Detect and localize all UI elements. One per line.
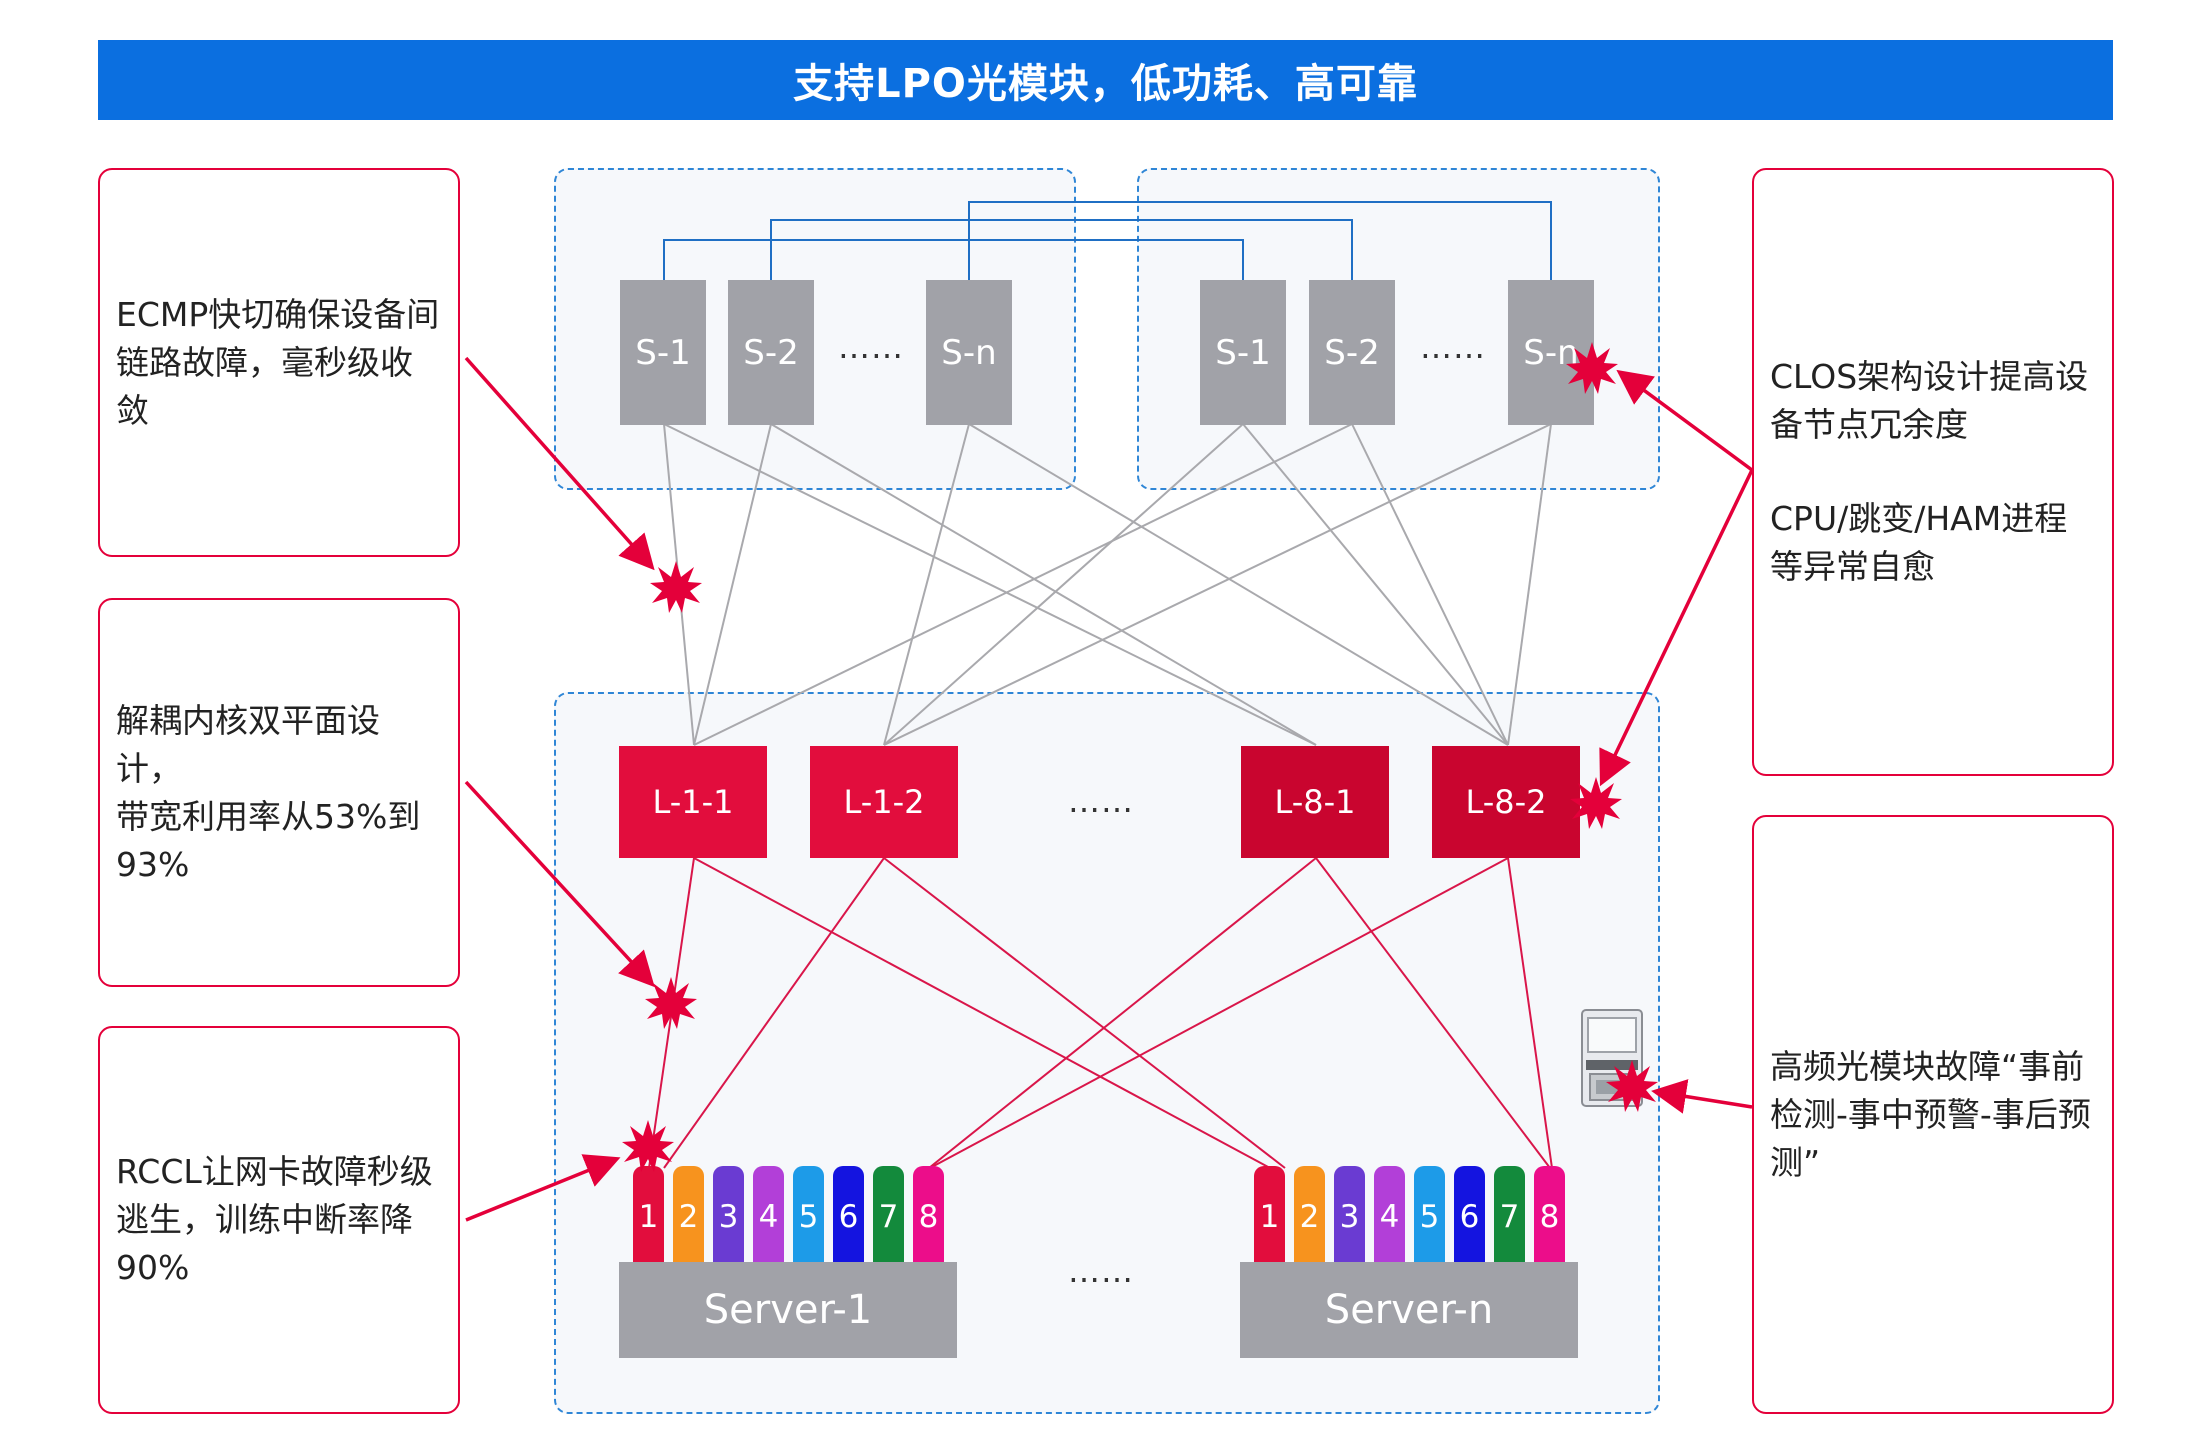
leaf-ellipsis: …… — [1068, 782, 1134, 820]
nic-port: 8 — [1534, 1166, 1565, 1266]
nic-port: 6 — [1454, 1166, 1485, 1266]
spine-label: S-n — [941, 332, 997, 373]
nic-port: 2 — [673, 1166, 704, 1266]
port-label: 7 — [878, 1199, 899, 1235]
spine-ellipsis: …… — [1420, 328, 1486, 366]
leaf-label: L-1-1 — [652, 783, 734, 821]
server-ellipsis: …… — [1068, 1252, 1134, 1290]
leaf-label: L-8-1 — [1274, 783, 1356, 821]
nic-port: 5 — [793, 1166, 824, 1266]
note-line: 测” — [1770, 1142, 1821, 1182]
note-line: 等异常自愈 — [1770, 547, 1935, 586]
nic-port: 7 — [873, 1166, 904, 1266]
port-label: 3 — [1339, 1199, 1360, 1235]
note-line: 逃生，训练中断率降 — [116, 1200, 413, 1239]
spine-switch: S-2 — [728, 280, 814, 425]
nic-port: 6 — [833, 1166, 864, 1266]
nic-port: 2 — [1294, 1166, 1325, 1266]
port-label: 8 — [918, 1199, 939, 1235]
note-line: 解耦内核双平面设计， — [116, 700, 380, 788]
nic-port: 7 — [1494, 1166, 1525, 1266]
spine-ellipsis: …… — [838, 328, 904, 366]
fault-burst-icon — [1606, 1060, 1658, 1112]
leaf-label: L-1-2 — [843, 783, 925, 821]
server-label: Server-n — [1324, 1287, 1494, 1333]
note-optical-module: 高频光模块故障“事前 检测-事中预警-事后预 测” — [1752, 815, 2114, 1414]
leaf-label: L-8-2 — [1465, 783, 1547, 821]
nic-port: 3 — [1334, 1166, 1365, 1266]
port-label: 5 — [798, 1199, 819, 1235]
note-clos-cpu: CLOS架构设计提高设 备节点冗余度 CPU/跳变/HAM进程 等异常自愈 — [1752, 168, 2114, 776]
nic-port: 4 — [753, 1166, 784, 1266]
note-line: 带宽利用率从53%到 — [116, 796, 421, 836]
note-line: 链路故障，毫秒级收敛 — [116, 342, 413, 430]
spine-switch: S-2 — [1309, 280, 1395, 425]
nic-port: 1 — [633, 1166, 664, 1266]
port-label: 7 — [1499, 1199, 1520, 1235]
fault-burst-icon — [645, 977, 697, 1029]
fault-burst-icon — [1566, 342, 1618, 394]
nic-port: 5 — [1414, 1166, 1445, 1266]
note-decouple: 解耦内核双平面设计， 带宽利用率从53%到 93% — [98, 598, 460, 987]
page-title-banner: 支持LPO光模块，低功耗、高可靠 — [98, 40, 2113, 120]
fault-burst-icon — [622, 1120, 674, 1172]
leaf-switch: L-1-1 — [619, 746, 767, 858]
note-rccl: RCCL让网卡故障秒级 逃生，训练中断率降 90% — [98, 1026, 460, 1414]
port-label: 5 — [1419, 1199, 1440, 1235]
fault-burst-icon — [1570, 777, 1622, 829]
note-line: RCCL让网卡故障秒级 — [116, 1152, 433, 1191]
nic-port: 4 — [1374, 1166, 1405, 1266]
page-title: 支持LPO光模块，低功耗、高可靠 — [793, 61, 1418, 107]
spine-switch: S-1 — [620, 280, 706, 425]
spine-switch: S-1 — [1200, 280, 1286, 425]
note-line: 高频光模块故障“事前 — [1770, 1046, 2085, 1086]
port-label: 3 — [718, 1199, 739, 1235]
port-label: 6 — [1459, 1199, 1480, 1235]
note-line: 检测-事中预警-事后预 — [1770, 1094, 2091, 1134]
nic-port: 1 — [1254, 1166, 1285, 1266]
port-label: 1 — [1259, 1199, 1280, 1235]
note-line: CPU/跳变/HAM进程 — [1770, 499, 2068, 538]
spine-label: S-2 — [743, 332, 799, 373]
port-label: 2 — [1299, 1199, 1320, 1235]
port-label: 8 — [1539, 1199, 1560, 1235]
callout-arrow — [1651, 1079, 1753, 1114]
spine-label: S-1 — [635, 332, 691, 373]
server-label: Server-1 — [703, 1287, 873, 1333]
leaf-switch: L-1-2 — [810, 746, 958, 858]
spine-label: S-2 — [1324, 332, 1380, 373]
nic-port: 3 — [713, 1166, 744, 1266]
port-label: 2 — [678, 1199, 699, 1235]
note-line: 90% — [116, 1248, 190, 1287]
server: Server-n — [1240, 1262, 1578, 1358]
note-line: 93% — [116, 844, 190, 884]
fault-burst-icon — [650, 561, 702, 613]
spine-switch: S-n — [926, 280, 1012, 425]
port-label: 1 — [638, 1199, 659, 1235]
note-ecmp: ECMP快切确保设备间 链路故障，毫秒级收敛 — [98, 168, 460, 557]
leaf-switch: L-8-2 — [1432, 746, 1580, 858]
spine-label: S-1 — [1215, 332, 1271, 373]
port-label: 6 — [838, 1199, 859, 1235]
leaf-switch: L-8-1 — [1241, 746, 1389, 858]
note-line: 备节点冗余度 — [1770, 405, 1968, 444]
port-label: 4 — [758, 1199, 779, 1235]
note-line: ECMP快切确保设备间 — [116, 294, 440, 334]
port-label: 4 — [1379, 1199, 1400, 1235]
nic-port: 8 — [913, 1166, 944, 1266]
note-line: CLOS架构设计提高设 — [1770, 357, 2089, 396]
server: Server-1 — [619, 1262, 957, 1358]
